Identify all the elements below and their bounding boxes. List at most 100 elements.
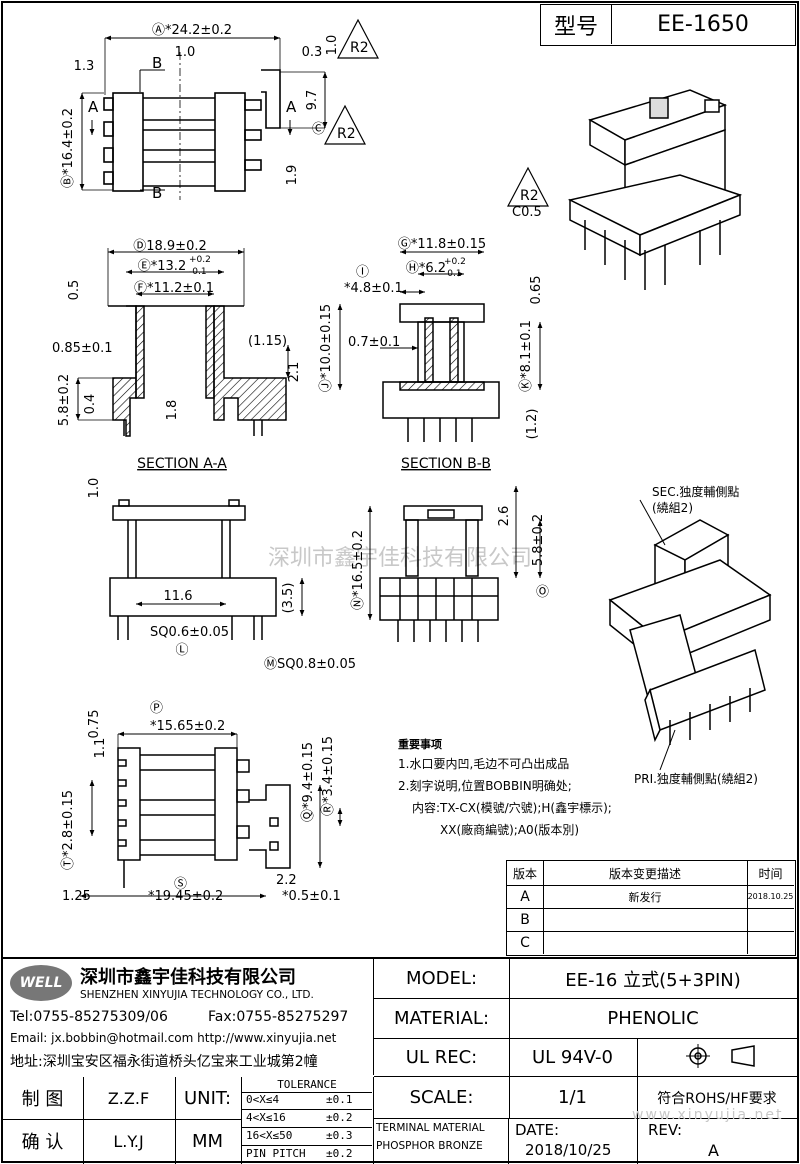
dim-J: Ⓙ*10.0±0.15 xyxy=(319,304,334,392)
isometric-view-middle xyxy=(608,499,772,771)
section-mark-A-left: A xyxy=(88,98,99,116)
section-a-a-title: SECTION A-A xyxy=(137,456,227,472)
rev-row-ver: C xyxy=(507,931,544,954)
model-key: MODEL: xyxy=(374,959,510,999)
company-address: 地址:深圳宝安区福永街道桥头亿宝来工业城第2幢 xyxy=(10,1054,318,1070)
dim-E-tol-up: +0.2 xyxy=(189,255,211,265)
material-value: PHENOLIC xyxy=(508,999,798,1039)
company-email: Email: jx.bobbin@hotmail.com http://www.… xyxy=(10,1031,337,1045)
top-view xyxy=(79,18,379,200)
rev-row-desc xyxy=(543,908,748,932)
bottom-view xyxy=(80,731,343,899)
notes-line2: 2.刻字说明,位置BOBBIN明确处; xyxy=(398,778,572,793)
rev-value: A xyxy=(708,1141,719,1160)
material-key: MATERIAL: xyxy=(374,999,510,1039)
terminal-material: TERMINAL MATERIAL xyxy=(376,1122,485,1134)
dim-0-3: 0.3 xyxy=(302,45,323,60)
dim-E: Ⓔ*13.2 xyxy=(138,259,186,274)
tolerance-value: ±0.2 xyxy=(326,1147,353,1160)
dim-L-circle: Ⓛ xyxy=(175,643,188,658)
dim-2-6: 2.6 xyxy=(497,506,512,527)
dim-0-7: 0.7±0.1 xyxy=(348,335,400,350)
rev-row-time: 2018.10.25 xyxy=(747,885,794,909)
dim-0-75: 0.75 xyxy=(87,710,102,739)
dim-M: ⓂSQ0.8±0.05 xyxy=(264,657,356,672)
model-label-cn: 型号 xyxy=(541,5,612,44)
tolerance-divider xyxy=(242,1127,372,1128)
watermark-text: 深圳市鑫宇佳科技有限公司 xyxy=(268,546,532,571)
rev-header-time: 时间 xyxy=(747,861,794,886)
dim-1-8: 1.8 xyxy=(165,400,180,421)
rev-row-desc xyxy=(543,931,748,954)
dim-E-tol-down: -0.1 xyxy=(189,267,207,277)
rev-header-desc: 版本变更描述 xyxy=(543,861,748,886)
unit-value: MM xyxy=(174,1118,242,1164)
sec-sublabel: (繞組2) xyxy=(652,501,693,515)
dim-S-circle: Ⓢ xyxy=(174,877,187,892)
dim-1-15: (1.15) xyxy=(248,334,287,349)
watermark-url: www.xinyujia.net xyxy=(632,1107,784,1123)
rev-row-time xyxy=(747,908,794,932)
dim-C: Ⓒ xyxy=(312,122,325,137)
dim-2-2: 2.2 xyxy=(276,873,297,888)
tolerance-table: TOLERANCE 0<X≤4 ±0.1 4<X≤16 ±0.2 16<X≤50… xyxy=(242,1077,374,1164)
tolerance-range: 0<X≤4 xyxy=(246,1093,280,1106)
section-b-b xyxy=(337,249,543,442)
projection-symbol-cell xyxy=(636,1039,798,1077)
unit-key: UNIT: xyxy=(174,1077,242,1120)
notes-line3: 内容:TX-CX(模號/穴號);H(鑫宇標示); xyxy=(412,800,612,815)
side-view xyxy=(367,486,543,642)
company-fax: Fax:0755-85275297 xyxy=(208,1009,349,1025)
ulrec-key: UL REC: xyxy=(374,1039,510,1077)
scale-value: 1/1 xyxy=(508,1077,638,1119)
dim-0-65: 0.65 xyxy=(529,276,544,305)
dim-H: Ⓗ*6.2 xyxy=(406,261,446,276)
rev-row-desc: 新发行 xyxy=(543,885,748,909)
tolerance-divider xyxy=(242,1145,372,1146)
tolerance-range: PIN PITCH xyxy=(246,1147,306,1160)
notes-line4: XX(廠商編號);A0(版本別) xyxy=(440,822,579,837)
dim-1-9: 1.9 xyxy=(285,165,300,186)
dim-L-text: SQ0.6±0.05 xyxy=(150,625,229,640)
rev-row-ver: A xyxy=(507,885,544,909)
dim-A: Ⓐ*24.2±0.2 xyxy=(152,23,232,38)
date-cell: DATE: 2018/10/25 xyxy=(508,1119,638,1164)
draw-name: Z.Z.F xyxy=(82,1077,176,1120)
dim-B: Ⓑ*16.4±0.2 xyxy=(61,108,76,188)
dim-P-circle: Ⓟ xyxy=(150,701,163,716)
dim-1-2: (1.2) xyxy=(525,409,540,440)
date-value: 2018/10/25 xyxy=(525,1141,612,1159)
tolerance-range: 16<X≤50 xyxy=(246,1129,293,1142)
company-name-en: SHENZHEN XINYUJIA TECHNOLOGY CO., LTD. xyxy=(80,989,314,1001)
rohs-note: 符合ROHS/HF要求 xyxy=(636,1077,798,1119)
check-name: L.Y.J xyxy=(82,1118,176,1164)
tolerance-range: 4<X≤16 xyxy=(246,1111,286,1124)
company-logo: WELL xyxy=(10,965,72,1001)
dim-K: Ⓚ*8.1±0.1 xyxy=(519,320,534,392)
section-mark-B-bottom: B xyxy=(152,184,162,202)
company-area: WELL 深圳市鑫宇佳科技有限公司 SHENZHEN XINYUJIA TECH… xyxy=(2,959,374,1075)
dim-1-0-b: 1.0 xyxy=(325,35,340,56)
dim-S: *19.45±0.2 xyxy=(148,889,223,904)
scale-key: SCALE: xyxy=(374,1077,510,1119)
dim-H-tol-down: -0.1 xyxy=(444,269,462,279)
dim-11-6: 11.6 xyxy=(164,589,193,604)
dim-0-4: 0.4 xyxy=(83,394,98,415)
dim-9-7: 9.7 xyxy=(305,90,320,111)
dim-3-5: (3.5) xyxy=(281,583,296,614)
dim-1-3: 1.3 xyxy=(74,59,95,74)
radius-R2-a: R2 xyxy=(350,40,369,56)
dim-4-8: *4.8±0.1 xyxy=(344,281,403,296)
radius-R2-c: R2 xyxy=(520,188,539,204)
date-key: DATE: xyxy=(515,1121,560,1139)
radius-R2-b: R2 xyxy=(337,126,356,142)
rev-row-ver: B xyxy=(507,908,544,932)
dim-P: *15.65±0.2 xyxy=(150,719,225,734)
dim-1-25: 1.25 xyxy=(62,889,91,904)
rev-row-time xyxy=(747,931,794,954)
model-value: EE-16 立式(5+3PIN) xyxy=(508,959,798,999)
dim-1-0-c: 1.0 xyxy=(87,478,102,499)
revision-table: 版本 版本变更描述 时间 A 新发行 2018.10.25 B C xyxy=(506,860,796,956)
dim-1-0: 1.0 xyxy=(175,45,196,60)
